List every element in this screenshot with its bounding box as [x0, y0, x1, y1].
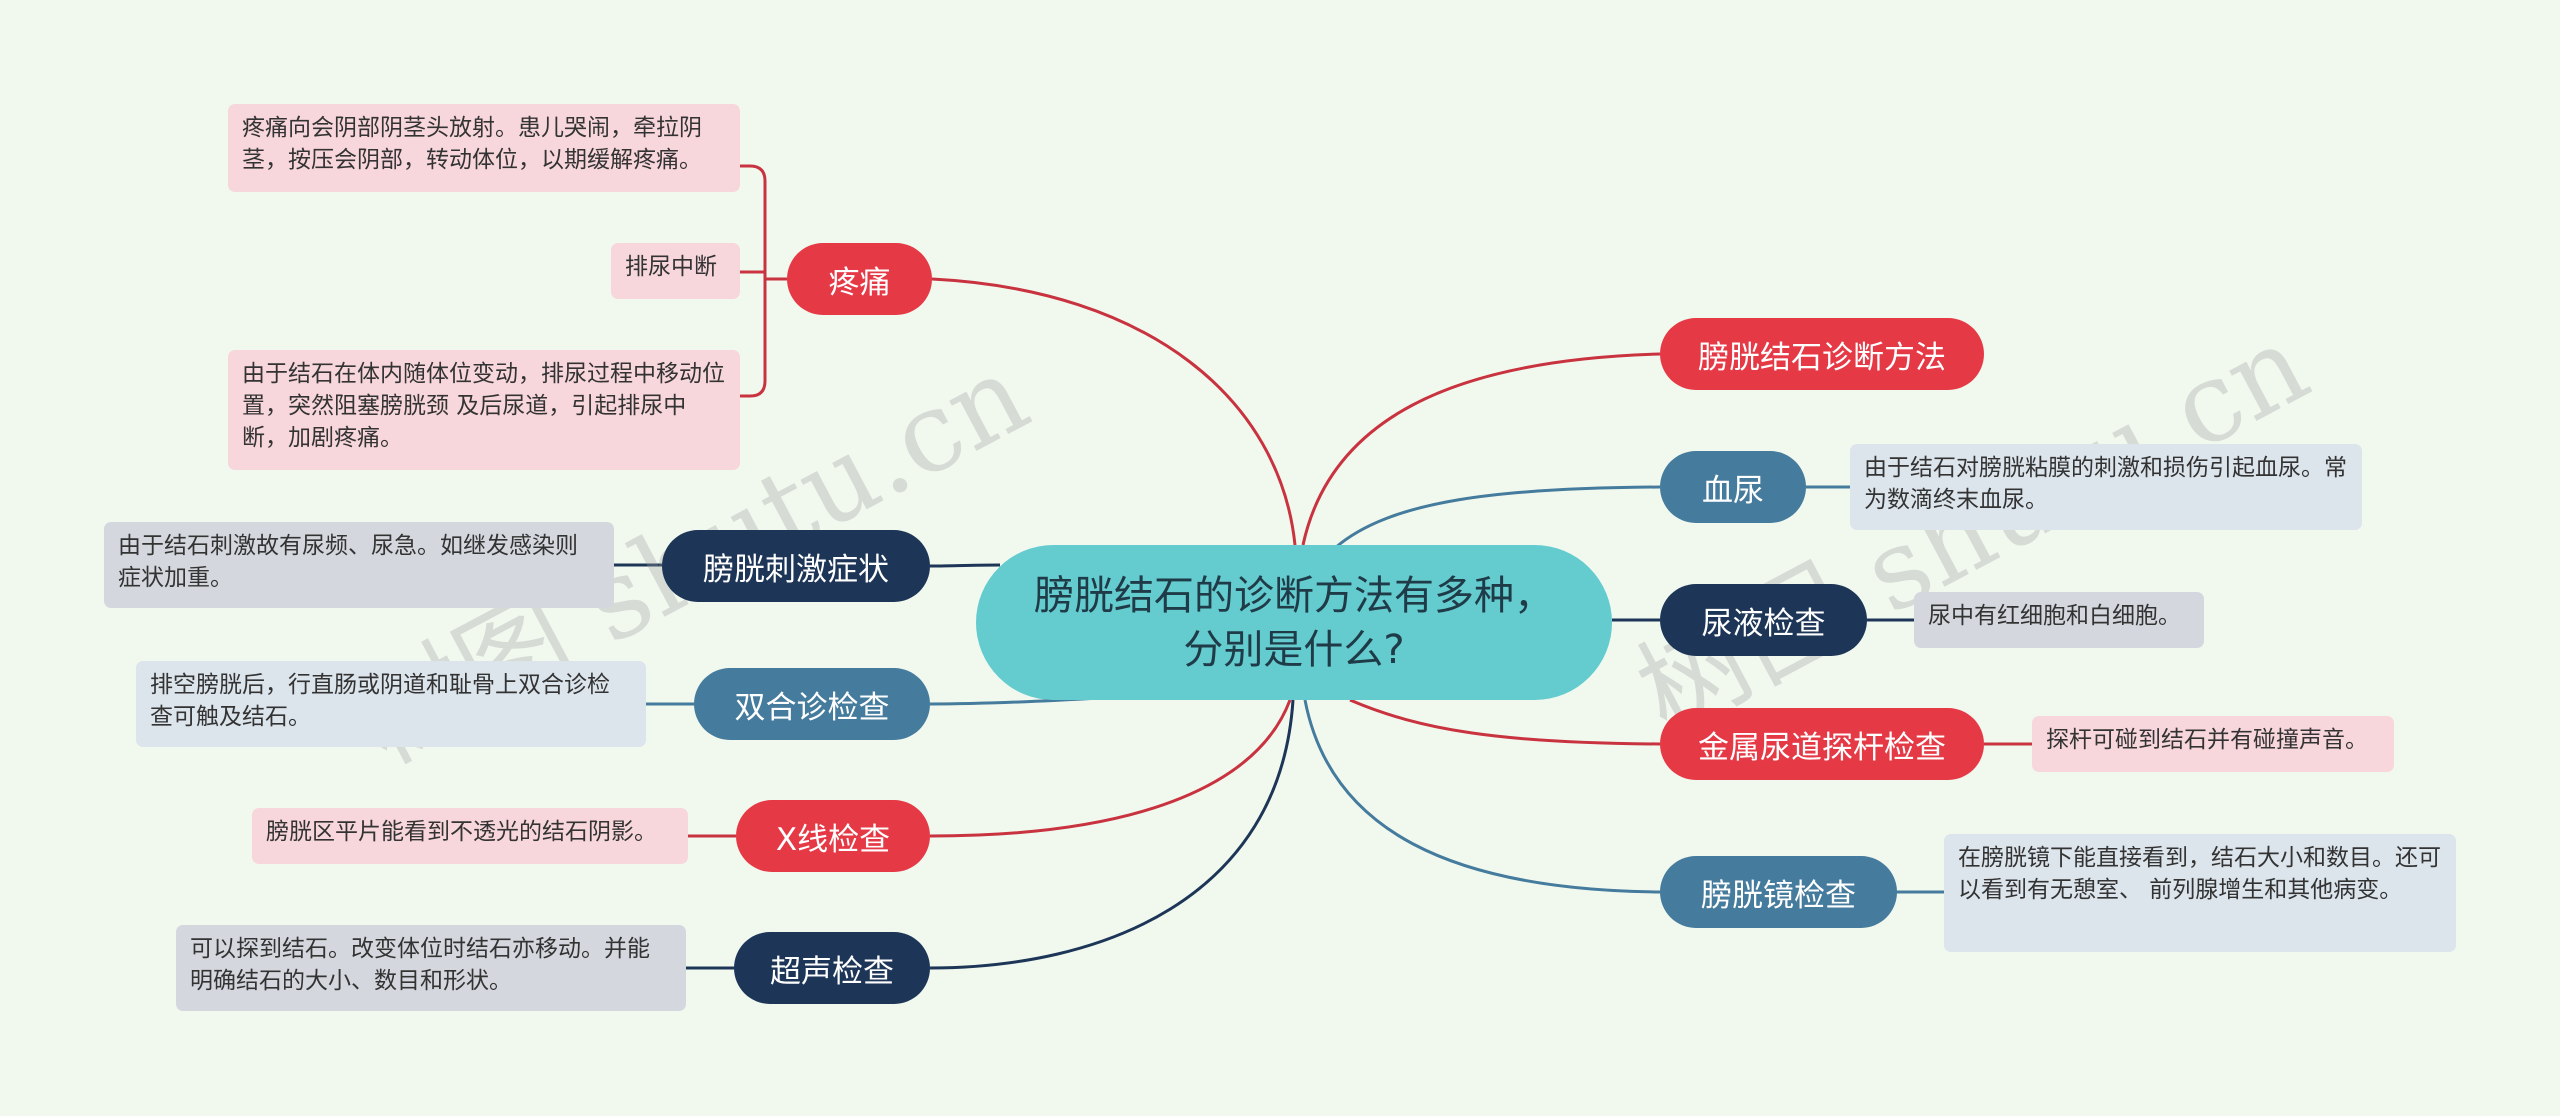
branch-urethral-probe[interactable]: 金属尿道探杆检查	[1660, 708, 1984, 780]
link-center-hematuria	[1334, 485, 1661, 550]
branch-diagnosis-methods[interactable]: 膀胱结石诊断方法	[1660, 318, 1984, 390]
branch-xray-exam[interactable]: X线检查	[736, 800, 930, 872]
branch-pain[interactable]: 疼痛	[787, 243, 932, 315]
link-center-probe	[1349, 698, 1661, 746]
link-center-methods	[1301, 352, 1661, 546]
leaf-probe-detail: 探杆可碰到结石并有碰撞声音。	[2032, 716, 2394, 772]
link-center-pain	[931, 277, 1297, 546]
branch-cystoscopy[interactable]: 膀胱镜检查	[1660, 856, 1897, 928]
branch-bimanual-exam[interactable]: 双合诊检查	[694, 668, 930, 740]
branch-ultrasound-exam[interactable]: 超声检查	[734, 932, 930, 1004]
leaf-bimanual-detail: 排空膀胱后，行直肠或阴道和耻骨上双合诊检查可触及结石。	[136, 661, 646, 747]
link-center-xray	[929, 699, 1292, 838]
leaf-pain-interruption: 排尿中断	[611, 243, 740, 299]
leaf-pain-obstruction: 由于结石在体内随体位变动，排尿过程中移动位置，突然阻塞膀胱颈 及后尿道，引起排尿…	[228, 350, 740, 470]
leaf-xray-detail: 膀胱区平片能看到不透光的结石阴影。	[252, 808, 688, 864]
leaf-pain-radiation: 疼痛向会阴部阴茎头放射。患儿哭闹，牵拉阴茎，按压会阴部，转动体位，以期缓解疼痛。	[228, 104, 740, 192]
leaf-irritation-detail: 由于结石刺激故有尿频、尿急。如继发感染则症状加重。	[104, 522, 614, 608]
leaf-hematuria-detail: 由于结石对膀胱粘膜的刺激和损伤引起血尿。常为数滴终末血尿。	[1850, 444, 2362, 530]
leaf-ultrasound-detail: 可以探到结石。改变体位时结石亦移动。并能明确结石的大小、数目和形状。	[176, 925, 686, 1011]
leaf-cystoscopy-detail: 在膀胱镜下能直接看到，结石大小和数目。还可以看到有无憩室、 前列腺增生和其他病变…	[1944, 834, 2456, 952]
leaf-urinalysis-detail: 尿中有红细胞和白细胞。	[1914, 592, 2204, 648]
branch-urinalysis[interactable]: 尿液检查	[1660, 584, 1867, 656]
link-center-cystoscopy	[1303, 699, 1661, 894]
bracket-pain	[740, 164, 767, 398]
link-center-irritation	[929, 563, 1001, 568]
link-center-ultrasound	[929, 699, 1295, 970]
central-topic[interactable]: 膀胱结石的诊断方法有多种，分别是什么?	[976, 545, 1612, 700]
branch-bladder-irritation[interactable]: 膀胱刺激症状	[662, 530, 930, 602]
branch-hematuria[interactable]: 血尿	[1660, 451, 1806, 523]
